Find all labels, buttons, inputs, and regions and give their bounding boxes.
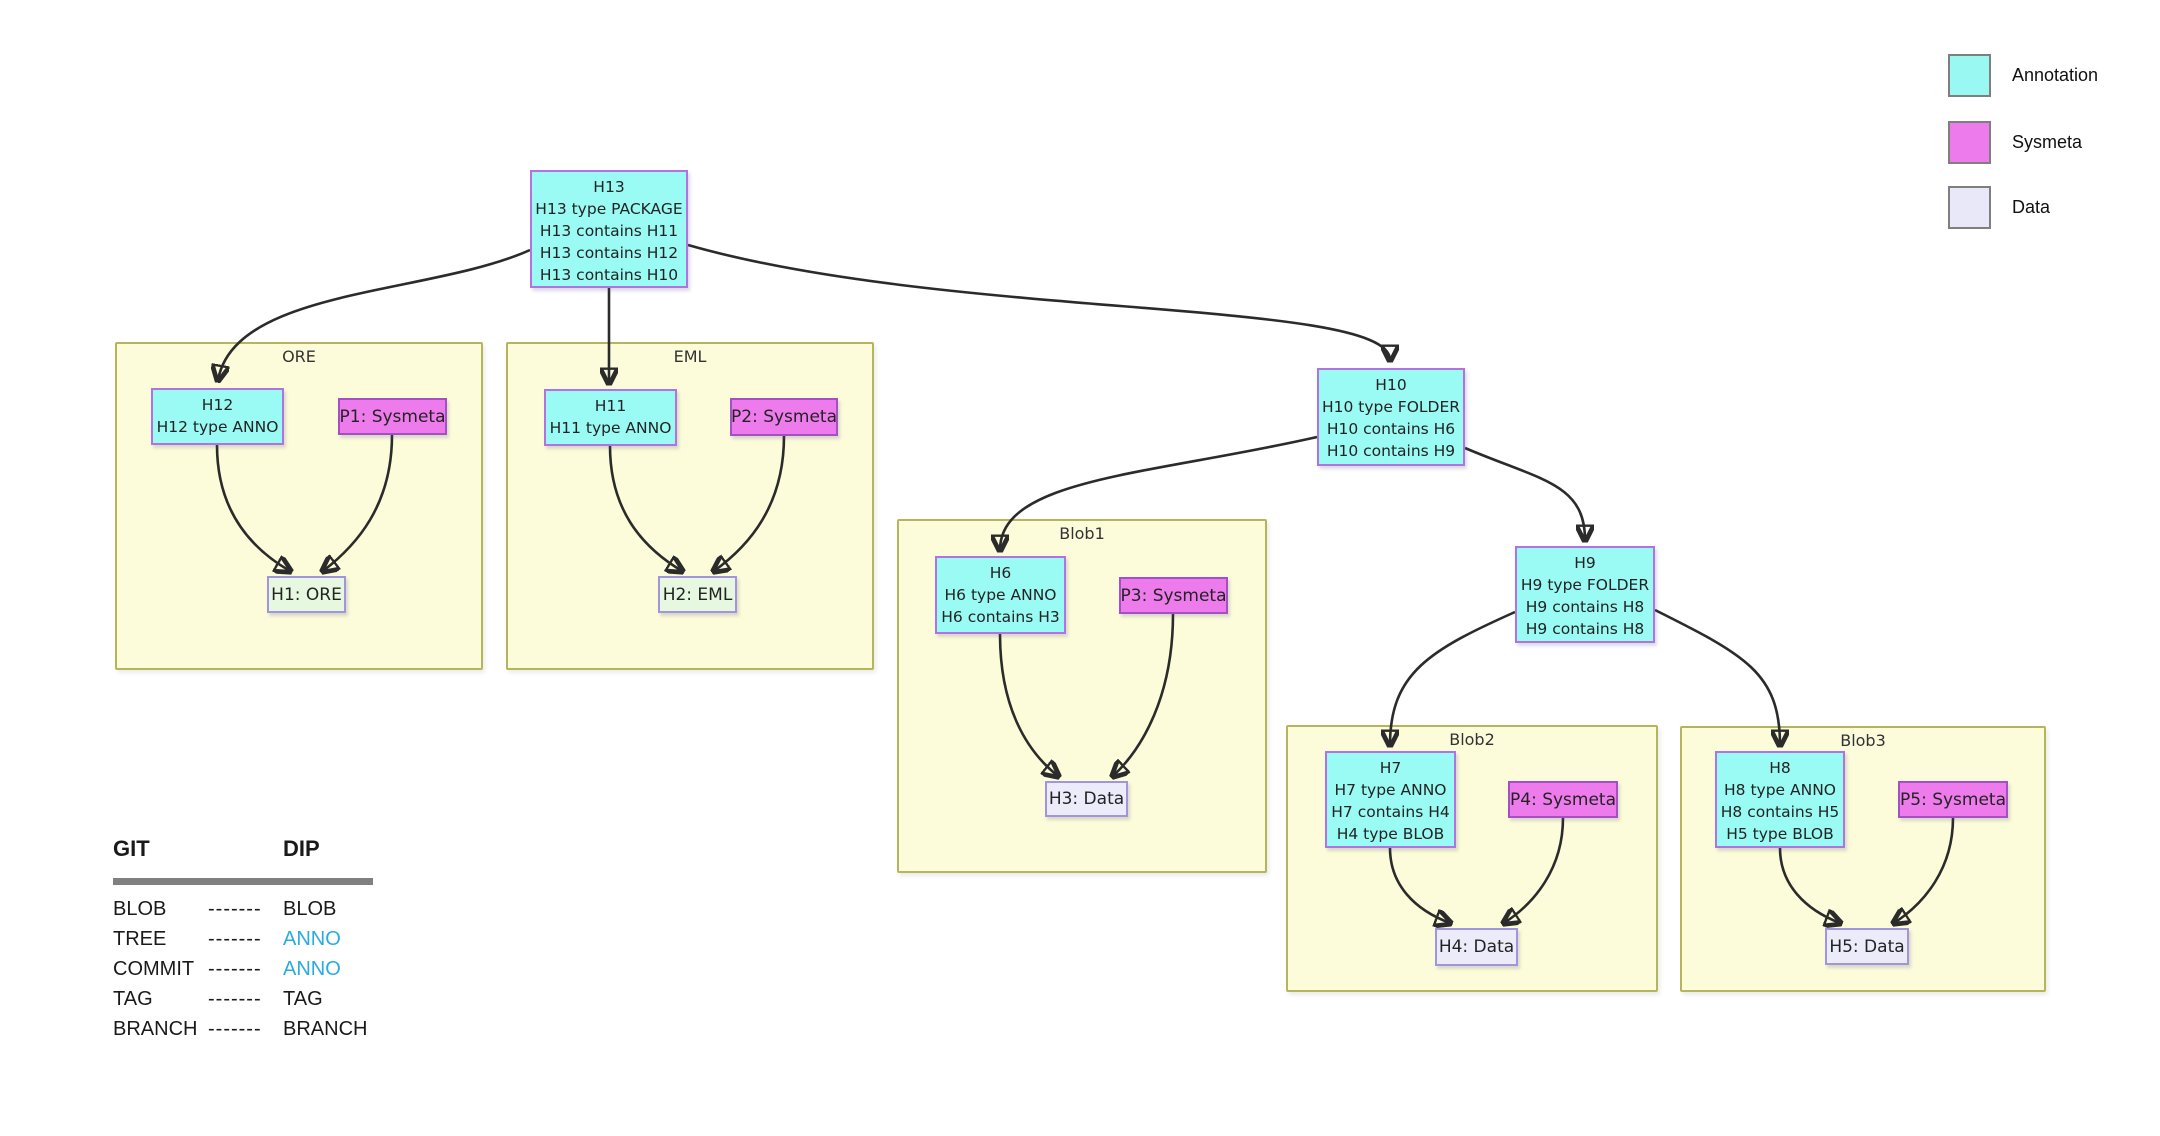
node-p5: P5: Sysmeta xyxy=(1898,781,2008,818)
edge-p5-h5 xyxy=(1894,817,1955,923)
edge-h13-h12 xyxy=(218,248,531,380)
node-h2: H2: EML xyxy=(658,576,737,613)
node-h13: H13 H13 type PACKAGE H13 contains H11 H1… xyxy=(530,170,688,288)
annotation-label: Annotation xyxy=(2012,65,2099,85)
node-h7: H7 H7 type ANNO H7 contains H4 H4 type B… xyxy=(1325,751,1456,848)
node-h9: H9 H9 type FOLDER H9 contains H8 H9 cont… xyxy=(1515,546,1655,643)
edge-h10-h9 xyxy=(1464,446,1585,540)
dip-column-header: DIP xyxy=(283,836,320,861)
group-blob1-title: Blob1 xyxy=(1059,524,1105,543)
group-eml-title: EML xyxy=(673,347,707,366)
node-h4: H4: Data xyxy=(1435,928,1518,966)
group-blob3-title: Blob3 xyxy=(1840,731,1886,750)
dash-connector: ------- xyxy=(208,988,262,1010)
edge-h6-h3 xyxy=(998,633,1058,776)
edge-h9-h8 xyxy=(1654,608,1780,745)
dash-connector: ------- xyxy=(208,898,262,920)
edge-h10-h6 xyxy=(1000,435,1318,550)
node-p4: P4: Sysmeta xyxy=(1508,781,1618,818)
legend-item-annotation: Annotation xyxy=(1948,54,2098,97)
legend-item-sysmeta: Sysmeta xyxy=(1948,121,2082,164)
edge-p2-h2 xyxy=(714,435,786,571)
edge-h9-h7 xyxy=(1390,610,1516,745)
node-h11: H11 H11 type ANNO xyxy=(544,389,677,446)
legend-item-data: Data xyxy=(1948,186,2050,229)
edge-p3-h3 xyxy=(1113,613,1175,776)
node-p2: P2: Sysmeta xyxy=(730,398,838,436)
sysmeta-swatch xyxy=(1948,121,1991,164)
annotation-swatch xyxy=(1948,54,1991,97)
dash-connector: ------- xyxy=(208,928,262,950)
header-divider-bar xyxy=(113,878,373,885)
node-h12: H12 H12 type ANNO xyxy=(151,388,284,445)
node-h5: H5: Data xyxy=(1825,928,1909,965)
edge-h7-h4 xyxy=(1388,847,1450,923)
edge-h13-h10 xyxy=(687,243,1390,360)
dash-connector: ------- xyxy=(208,958,262,980)
edge-h11-h2 xyxy=(608,445,682,571)
dash-connector: ------- xyxy=(208,1018,262,1040)
data-swatch xyxy=(1948,186,1991,229)
data-label: Data xyxy=(2012,197,2051,217)
node-h3: H3: Data xyxy=(1045,781,1128,817)
node-h8: H8 H8 type ANNO H8 contains H5 H5 type B… xyxy=(1715,751,1845,848)
edge-h8-h5 xyxy=(1778,847,1840,923)
edge-h12-h1 xyxy=(215,444,290,571)
group-ore-title: ORE xyxy=(282,347,316,366)
group-blob2-title: Blob2 xyxy=(1449,730,1495,749)
git-column-header: GIT xyxy=(113,836,150,861)
node-h10: H10 H10 type FOLDER H10 contains H6 H10 … xyxy=(1317,368,1465,466)
node-p1: P1: Sysmeta xyxy=(338,398,447,435)
edge-p1-h1 xyxy=(323,434,394,571)
node-h6: H6 H6 type ANNO H6 contains H3 xyxy=(935,556,1066,634)
sysmeta-label: Sysmeta xyxy=(2012,132,2083,152)
edge-p4-h4 xyxy=(1504,817,1565,923)
node-p3: P3: Sysmeta xyxy=(1119,577,1228,614)
node-h1: H1: ORE xyxy=(267,576,346,613)
